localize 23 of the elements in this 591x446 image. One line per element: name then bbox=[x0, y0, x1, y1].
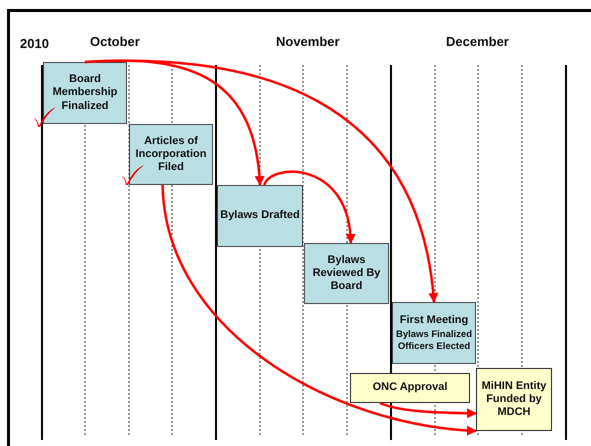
task-title: Bylaws Drafted bbox=[220, 209, 300, 223]
task-box bbox=[129, 124, 213, 185]
task-box bbox=[43, 62, 127, 124]
year-label: 2010 bbox=[20, 36, 49, 51]
arrow bbox=[84, 60, 438, 303]
task-box bbox=[392, 302, 476, 364]
task-title: ONC Approval bbox=[372, 381, 448, 395]
task-title: Bylaws Reviewed By Board bbox=[312, 254, 382, 294]
task-title: Articles of Incorporation Filed bbox=[134, 134, 208, 174]
month-label: October bbox=[90, 34, 140, 49]
month-label: December bbox=[446, 34, 509, 49]
milestone-box bbox=[350, 373, 470, 403]
task-title: MiHIN Entity Funded by MDCH bbox=[480, 380, 548, 420]
milestone-box bbox=[476, 368, 552, 431]
month-label: November bbox=[276, 34, 340, 49]
task-title: Board Membership Finalized bbox=[52, 73, 118, 113]
arrow bbox=[161, 184, 477, 436]
task-detail: Bylaws Finalized Officers Elected bbox=[395, 329, 473, 352]
arrow bbox=[380, 402, 477, 418]
task-title: First Meeting bbox=[400, 314, 468, 328]
arrow bbox=[263, 170, 355, 244]
task-box bbox=[304, 243, 389, 304]
task-box bbox=[217, 185, 303, 247]
